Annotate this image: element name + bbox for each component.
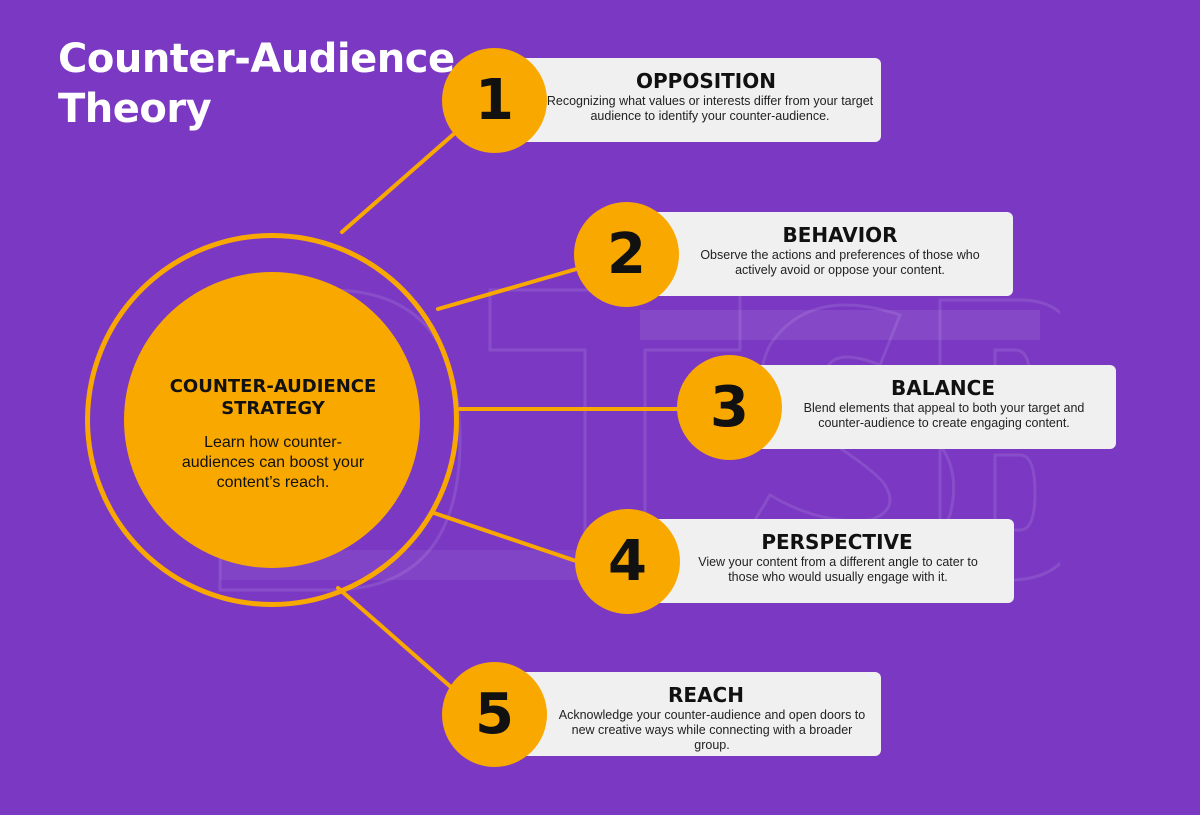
connector-2	[436, 266, 582, 311]
step-number-badge: 1	[442, 48, 547, 153]
step-number: 2	[607, 222, 646, 287]
step-number-badge: 4	[575, 509, 680, 614]
connector-1	[340, 130, 458, 234]
connector-4	[432, 511, 584, 565]
step-card-perspective: PERSPECTIVE View your content from a dif…	[626, 519, 1014, 603]
connector-5	[336, 586, 454, 690]
center-title: COUNTER-AUDIENCE STRATEGY	[169, 376, 377, 419]
step-title: BALANCE	[890, 376, 996, 400]
step-title: OPPOSITION	[636, 69, 776, 93]
step-card-reach: REACH Acknowledge your counter-audience …	[493, 672, 881, 756]
step-description: Acknowledge your counter-audience and op…	[558, 708, 866, 752]
step-number-badge: 2	[574, 202, 679, 307]
center-description: Learn how counter-audiences can boost yo…	[181, 434, 365, 491]
step-number-badge: 5	[442, 662, 547, 767]
center-circle	[124, 272, 420, 568]
step-title: REACH	[668, 683, 744, 707]
page-title: Counter-Audience Theory	[58, 36, 455, 132]
step-number: 1	[475, 68, 514, 133]
step-number: 4	[608, 529, 647, 594]
step-number: 5	[475, 682, 514, 747]
step-number: 3	[710, 375, 749, 440]
step-card-behavior: BEHAVIOR Observe the actions and prefere…	[625, 212, 1013, 296]
step-card-opposition: OPPOSITION Recognizing what values or in…	[493, 58, 881, 142]
step-card-balance: BALANCE Blend elements that appeal to bo…	[728, 365, 1116, 449]
step-number-badge: 3	[677, 355, 782, 460]
step-description: Blend elements that appeal to both your …	[803, 401, 1085, 430]
step-description: View your content from a different angle…	[698, 555, 978, 584]
step-description: Observe the actions and preferences of t…	[700, 248, 980, 277]
step-title: PERSPECTIVE	[761, 530, 913, 554]
step-title: BEHAVIOR	[782, 223, 898, 247]
center-outer-ring	[85, 233, 459, 607]
step-description: Recognizing what values or interests dif…	[546, 94, 874, 123]
